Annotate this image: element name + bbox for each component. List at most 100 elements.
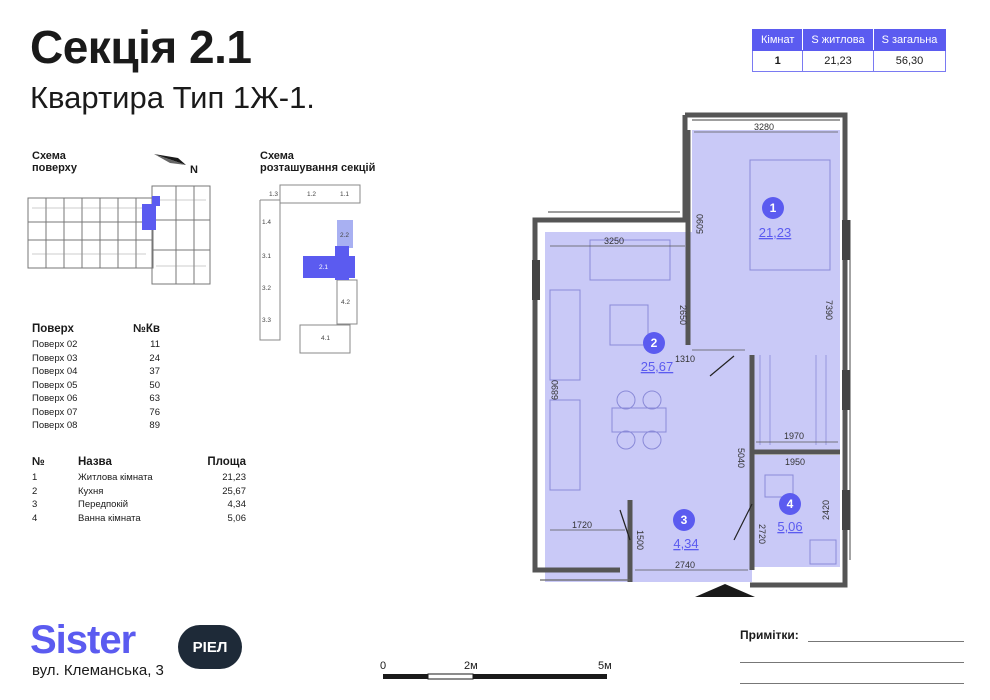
room-name: Ванна кімната [78, 512, 141, 524]
apartment-number: 89 [149, 420, 160, 431]
room-number: 2 [32, 485, 38, 497]
bathtub [809, 539, 837, 565]
room-number-1: 1 [770, 201, 777, 215]
floor-scheme-label-line1: Схема [32, 150, 66, 162]
floors-row: Поверх 06 63 [32, 392, 160, 406]
kitchen-counter [549, 289, 581, 381]
dim-3250: 3250 [604, 236, 624, 246]
washbasin [764, 474, 794, 498]
section-label-3-2: 3.2 [262, 285, 271, 292]
dim-1970: 1970 [784, 431, 804, 441]
summary-rooms-value: 1 [751, 50, 804, 72]
dim-2420: 2420 [821, 500, 831, 520]
room-number-3: 3 [681, 513, 688, 527]
apartment-type: Квартира Тип 1Ж-1. [30, 80, 315, 115]
dim-1950: 1950 [785, 457, 805, 467]
dining-table [611, 407, 667, 433]
room-number: 4 [32, 512, 38, 524]
apartment-floor-plan: 3280 5090 7390 3250 2650 1310 6890 5040 … [532, 112, 851, 597]
section-label-4-2: 4.2 [341, 299, 350, 306]
sections-scheme-label: Схема розташування секцій [260, 150, 375, 174]
section-label-3-1: 3.1 [262, 253, 271, 260]
notes-line[interactable] [808, 641, 964, 642]
room-name: Житлова кімната [78, 472, 153, 483]
section-label-2-1: 2.1 [319, 264, 328, 271]
section-label-1-2: 1.2 [307, 191, 316, 198]
sections-scheme-map: 1.3 1.2 1.1 1.4 2.2 3.1 2.1 3.2 4.2 3.3 … [259, 184, 361, 354]
room-area-1: 21,23 [759, 225, 792, 240]
dim-2740: 2740 [675, 560, 695, 570]
sections-scheme-label-line1: Схема [260, 150, 294, 162]
floor-scheme-label: Схема поверху [32, 150, 77, 174]
furniture [549, 159, 837, 565]
chair [616, 390, 636, 410]
floor-name: Поверх 02 [32, 339, 78, 350]
dim-2720: 2720 [757, 524, 767, 544]
dim-7390: 7390 [824, 300, 834, 320]
scale-label-5m: 5м [598, 660, 612, 672]
summary-living-value: 21,23 [802, 50, 874, 72]
scale-label-0: 0 [380, 660, 386, 672]
section-label-1-4: 1.4 [262, 219, 271, 226]
notes-line[interactable] [740, 662, 964, 663]
floor-name: Поверх 05 [32, 379, 78, 391]
rooms-col-area: Площа [207, 456, 246, 468]
apartment-number: 37 [149, 366, 160, 377]
riel-logo: РІЕЛ [178, 625, 242, 669]
dim-5090: 5090 [695, 214, 705, 234]
room-marker-2: 2 25,67 [641, 332, 674, 374]
dimension-lines [550, 131, 838, 571]
room-marker-1: 1 21,23 [759, 197, 792, 240]
room-number-2: 2 [651, 336, 658, 350]
floor-name: Поверх 04 [32, 366, 78, 377]
floor-name: Поверх 08 [32, 420, 78, 431]
apartment-number: 24 [149, 352, 160, 364]
section-label-1-3: 1.3 [269, 191, 278, 198]
dim-1500: 1500 [635, 530, 645, 550]
room-name: Кухня [78, 485, 104, 497]
scale-label-2m: 2м [464, 660, 478, 672]
section-label-3-3: 3.3 [262, 317, 271, 324]
room-area: 5,06 [227, 512, 247, 524]
floor-name: Поверх 03 [32, 352, 78, 364]
floor-name: Поверх 07 [32, 406, 78, 418]
dim-2650: 2650 [678, 305, 688, 325]
north-label: N [190, 164, 198, 176]
floor-name: Поверх 06 [32, 393, 78, 404]
doors [619, 355, 753, 541]
dim-6890: 6890 [550, 380, 560, 400]
apartment-number: 76 [149, 406, 160, 418]
section-title: Секція 2.1 [30, 21, 252, 73]
room-area: 4,34 [227, 499, 247, 510]
floors-row: Поверх 07 76 [32, 406, 160, 420]
notes-label: Примітки: [740, 628, 799, 642]
north-arrow-icon: N [154, 154, 198, 176]
rooms-col-number: № [32, 456, 45, 468]
sofa [589, 239, 671, 281]
room-marker-4: 4 5,06 [777, 493, 803, 534]
room-number: 3 [32, 499, 38, 510]
floor-scheme-map [27, 185, 211, 285]
room-area-2: 25,67 [641, 359, 674, 374]
summary-header-total: S загальна [872, 29, 947, 51]
entrance-arrow-icon [695, 584, 755, 597]
wardrobe-hatch [759, 355, 827, 445]
dim-1720: 1720 [572, 520, 592, 530]
chair [642, 390, 662, 410]
floors-row: Поверх 04 37 [32, 365, 160, 379]
walls [532, 112, 848, 588]
room-marker-3: 3 4,34 [673, 509, 699, 551]
apartment-number: 63 [149, 393, 160, 404]
summary-header-rooms: Кімнат [751, 29, 804, 51]
room-number-4: 4 [787, 497, 794, 511]
floors-row: Поверх 03 24 [32, 352, 160, 366]
notes-line[interactable] [740, 683, 964, 684]
summary-total-value: 56,30 [872, 50, 947, 72]
bed [749, 159, 831, 271]
section-label-1-1: 1.1 [340, 191, 349, 198]
